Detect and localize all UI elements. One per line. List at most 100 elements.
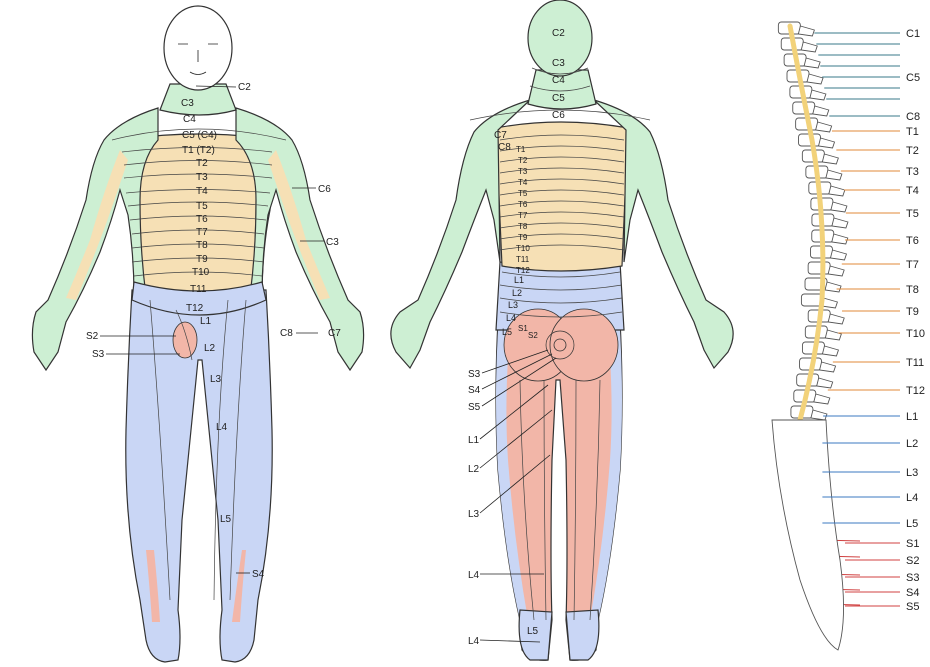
front-label-c6: C6 [318,184,331,195]
vertebra-process [822,154,838,164]
back-label-s1: S1 [518,324,528,333]
spine-label-c8: C8 [906,111,920,123]
spine-labels: C1C5C8T1T2T3T4T5T6T7T8T9T10T11T12L1L2L3L… [906,28,925,613]
sacrum [772,420,844,650]
back-label-l3-leg: L3 [468,509,480,520]
front-label-l5: L5 [220,514,232,525]
back-view: C2 C3 C4 C5 C6 C7 C8 T1 T2 T3 T4 T5 T6 T… [391,0,733,660]
back-label-s3: S3 [468,369,481,380]
spine-label-c5: C5 [906,72,920,84]
vertebra-process [804,58,820,68]
back-label-c7: C7 [494,130,507,141]
spine-label-l4: L4 [906,492,918,504]
back-label-l5: L5 [502,327,512,337]
vertebra-process [831,202,847,212]
vertebra-process [801,42,817,52]
vertebra-process [829,186,845,196]
spine-label-t5: T5 [906,208,919,220]
spine-label-l3: L3 [906,467,918,479]
front-label-s2: S2 [86,331,99,342]
front-legs [126,290,272,662]
front-label-t1: T1 (T2) [182,145,215,156]
spine-label-t10: T10 [906,328,925,340]
vertebra-process [825,282,841,292]
back-label-t12: T12 [516,266,530,275]
vertebra [808,262,830,274]
spine-label-s5: S5 [906,601,919,613]
front-label-l2: L2 [204,343,216,354]
front-label-s3: S3 [92,349,105,360]
back-label-s5: S5 [468,402,481,413]
back-label-c8: C8 [498,142,511,153]
back-label-l4: L4 [506,313,516,323]
vertebra-process [825,330,841,340]
front-label-t8: T8 [196,240,208,251]
spine-label-t11: T11 [906,357,924,369]
front-label-t6: T6 [196,214,208,225]
vertebra-process [819,138,835,148]
front-label-t12: T12 [186,303,204,314]
front-label-c8: C8 [280,328,293,339]
back-label-t5: T5 [518,189,528,198]
front-label-t10: T10 [192,267,210,278]
spine-label-t9: T9 [906,306,919,318]
front-label-l1: L1 [200,316,212,327]
back-label-c3: C3 [552,58,565,69]
back-label-s2: S2 [528,331,538,340]
back-label-c5: C5 [552,93,565,104]
back-label-l2-leg: L2 [468,464,480,475]
back-label-l4-foot: L4 [468,636,480,647]
front-label-t5: T5 [196,201,208,212]
front-label-c5: C5 (C4) [182,130,217,141]
front-label-t7: T7 [196,227,208,238]
spine-label-t6: T6 [906,235,919,247]
front-label-t11: T11 [190,284,207,295]
back-label-l3: L3 [508,300,518,310]
back-label-c6: C6 [552,110,565,121]
front-label-l3: L3 [210,374,222,385]
front-label-t4: T4 [196,186,208,197]
vertebra-process [822,346,838,356]
front-head [164,6,232,90]
front-label-t2: T2 [196,158,208,169]
vertebra-process [807,74,823,84]
back-label-s4: S4 [468,385,481,396]
spine-label-s4: S4 [906,587,919,599]
spine-label-l1: L1 [906,411,918,423]
vertebra-process [828,314,844,324]
back-label-t8: T8 [518,222,528,231]
spine-label-t7: T7 [906,259,919,271]
spine-label-t8: T8 [906,284,919,296]
vertebra-process [798,26,814,36]
vertebra-process [817,378,833,388]
back-label-l1-leg: L1 [468,435,480,446]
back-buttock-right [550,309,618,381]
spine-label-s2: S2 [906,555,919,567]
back-label-t7: T7 [518,211,528,220]
back-label-c2: C2 [552,28,565,39]
vertebra-process [830,250,846,260]
vertebra-process [810,90,826,100]
vertebra-process [811,410,827,420]
spine-label-t3: T3 [906,166,919,178]
vertebra-process [826,170,842,180]
back-label-t9: T9 [518,233,528,242]
vertebra-process [813,106,829,116]
back-label-l5-foot: L5 [527,626,539,637]
back-label-c4: C4 [552,75,565,86]
spine-label-l5: L5 [906,518,918,530]
vertebra-process [814,394,830,404]
back-label-t1: T1 [516,145,526,154]
vertebra-process [816,122,832,132]
spine-label-t4: T4 [906,185,919,197]
spine-label-s3: S3 [906,572,919,584]
front-view: C2 C3 C4 C5 (C4) T1 (T2) T2 T3 T4 T5 T6 … [32,6,363,662]
spine-label-t12: T12 [906,385,925,397]
spine-view: C1C5C8T1T2T3T4T5T6T7T8T9T10T11T12L1L2L3L… [772,22,925,650]
vertebra-process [828,266,844,276]
front-label-t3: T3 [196,172,208,183]
spine-label-c1: C1 [906,28,920,40]
front-genital [173,322,197,358]
vertebra-process [832,234,848,244]
front-label-c4: C4 [183,114,196,125]
